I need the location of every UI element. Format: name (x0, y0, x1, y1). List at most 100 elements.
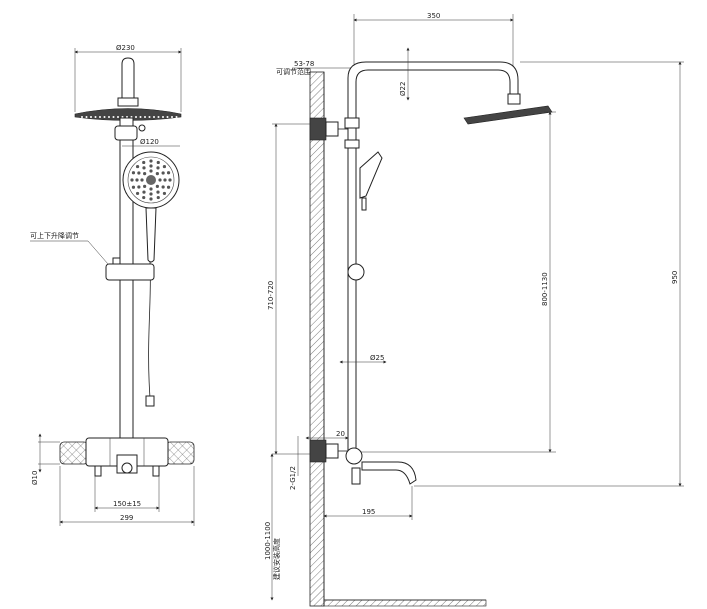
nozzle-dot (149, 192, 153, 196)
dim-rail-height: 710-720 (267, 123, 310, 455)
thermostatic-mixer (59, 437, 195, 477)
nozzle-dot (103, 116, 106, 118)
nozzle-dot (135, 164, 140, 169)
nozzle-dot (140, 178, 144, 182)
nozzle-dot (156, 160, 160, 165)
nozzle-dot (149, 164, 153, 168)
nozzle-dot (166, 116, 169, 118)
nozzle-dot (85, 116, 88, 118)
nozzle-dot (149, 169, 153, 173)
slider-holder (105, 257, 155, 281)
nozzle-dot (156, 195, 160, 200)
adjust-note: 可上下升降调节 (30, 231, 109, 265)
nozzle-dot (131, 171, 136, 175)
nozzle-dot (130, 178, 134, 182)
nozzle-dot (135, 116, 137, 118)
dim-hand-diameter: Ø120 (122, 138, 180, 147)
nozzle-dot (143, 184, 147, 188)
nozzle-dot (143, 172, 147, 176)
shower-arm (117, 57, 139, 107)
nozzle-dot (157, 116, 160, 118)
shower-head-icon (74, 108, 182, 121)
nozzle-dot (171, 116, 173, 118)
dim-total-width: 299 (59, 466, 195, 526)
dim-20-label: 20 (336, 430, 345, 438)
dim-wall-range: 53-78 可调节范围 (276, 60, 354, 76)
head-height-label: 800-1130 (541, 272, 549, 306)
nozzle-dot (108, 116, 110, 118)
wall-range-label: 53-78 (294, 60, 314, 68)
dim-total-height: 950 (414, 61, 684, 487)
dim-inlet: Ø10 (31, 433, 60, 485)
hand-shower-icon (122, 151, 180, 263)
mixer-side (309, 439, 417, 485)
nozzle-dot (166, 171, 171, 175)
dim-spout-reach: 195 (323, 486, 413, 520)
front-view: Ø230 Ø120 (30, 44, 195, 526)
nozzle-dot (166, 185, 171, 189)
nozzle-dot (142, 166, 146, 170)
nozzle-dot (149, 197, 153, 201)
top-width-label: 350 (427, 12, 440, 20)
center-distance-label: 150±15 (113, 500, 141, 508)
pipe-diameter-label: Ø25 (370, 354, 384, 362)
total-width-label: 299 (120, 514, 133, 522)
dim-thread: 2-G1/2 (289, 436, 299, 490)
dim-pipe-diameter: Ø25 (339, 354, 387, 364)
install-height-label: 1000-1100 (264, 522, 272, 560)
nozzle-dot (144, 116, 146, 118)
nozzle-dot (142, 195, 146, 200)
nozzle-dot (137, 185, 141, 189)
nozzle-dot (175, 116, 178, 118)
nozzle-dot (117, 116, 119, 118)
nozzle-dot (135, 191, 140, 196)
nozzle-dot (142, 160, 146, 165)
dim-arm-diameter: Ø22 (399, 47, 410, 101)
nozzle-dot (158, 178, 162, 182)
nozzle-dot (155, 172, 159, 176)
nozzle-dot (137, 171, 141, 175)
dim-head-diameter: Ø230 (74, 44, 182, 112)
shower-hose (145, 261, 155, 407)
spout-reach-label: 195 (362, 508, 375, 516)
nozzle-dot (131, 185, 136, 189)
install-height-note: 建议安装高度 (272, 538, 281, 580)
dia-head-label: Ø230 (116, 44, 135, 52)
nozzle-dot (149, 159, 153, 163)
dim-top-width: 350 (353, 12, 514, 96)
nozzle-dot (156, 166, 160, 170)
side-shower-head (463, 93, 553, 125)
side-hand-shower (347, 151, 383, 281)
wall-range-note: 可调节范围 (276, 67, 311, 76)
dim-install-height: 1000-1100 建议安装高度 (264, 453, 281, 601)
nozzle-dot (155, 184, 159, 188)
nozzle-dot (142, 190, 146, 194)
wall (309, 71, 487, 607)
nozzle-dot (153, 116, 155, 118)
nozzle-dot (168, 178, 172, 182)
dim-center-distance: 150±15 (94, 476, 160, 512)
nozzle-dot (99, 116, 101, 118)
nozzle-dot (148, 116, 151, 118)
nozzle-dot (163, 178, 167, 182)
nozzle-dot (90, 116, 92, 118)
nozzle-dot (161, 171, 165, 175)
upper-wall-bracket (309, 117, 348, 141)
nozzle-dot (94, 116, 97, 118)
dia-hand-label: Ø120 (140, 138, 159, 146)
arm-diameter-label: Ø22 (399, 82, 407, 96)
nozzle-dot (161, 185, 165, 189)
dim-head-height: 800-1130 (360, 111, 556, 453)
nozzle-dot (135, 178, 139, 182)
nozzle-dot (162, 191, 167, 196)
nozzle-dot (112, 116, 115, 118)
dia-inlet-label: Ø10 (31, 471, 39, 485)
rail-height-label: 710-720 (267, 281, 275, 310)
nozzle-dot (162, 164, 167, 169)
dim-20: 20 (305, 430, 349, 440)
slide-rail (114, 117, 146, 449)
nozzle-dot (139, 116, 142, 118)
adjust-note-label: 可上下升降调节 (30, 231, 79, 240)
side-view: 350 53-78 可调节范围 Ø22 (264, 12, 684, 607)
